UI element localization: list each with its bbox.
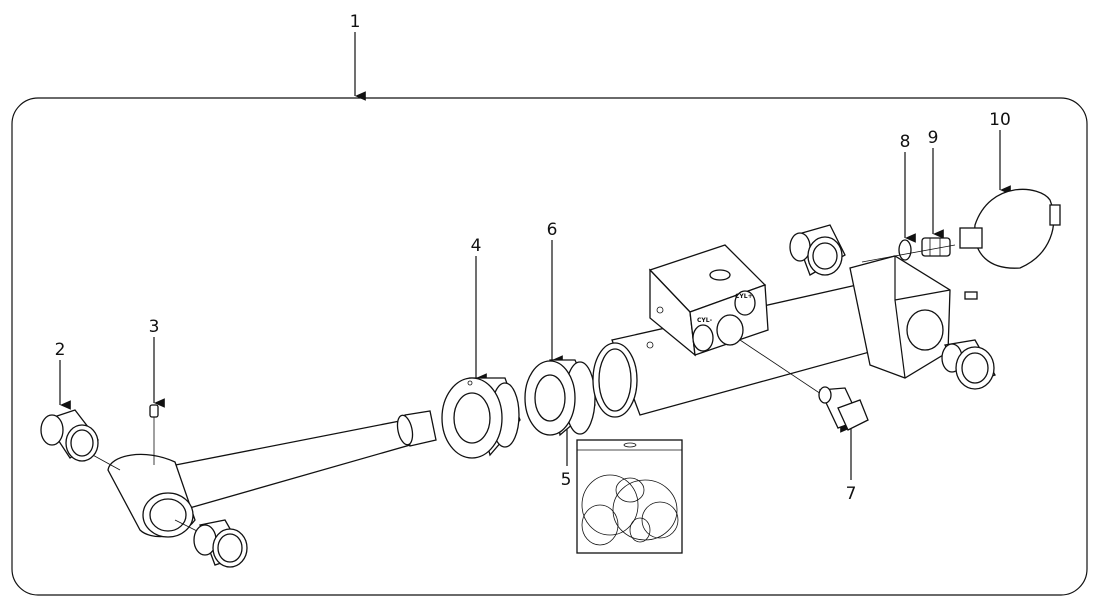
assembly-frame	[11, 97, 1088, 596]
gland-nut	[441, 377, 521, 459]
port-label-cyl-minus: CYL-	[697, 317, 713, 324]
callout-6: 6	[547, 220, 558, 240]
callout-5: 5	[561, 470, 572, 490]
callout-arrows	[59, 32, 1011, 480]
callout-3: 3	[149, 317, 160, 337]
rear-block	[849, 255, 978, 379]
callout-8: 8	[900, 132, 911, 152]
bushing-lower-right	[941, 339, 996, 390]
seal-kit	[576, 439, 683, 554]
callout-10: 10	[989, 110, 1011, 130]
callout-1: 1	[350, 12, 361, 32]
valve-block: CYL- CYL+	[648, 244, 831, 401]
plug-fitting	[818, 386, 869, 431]
bushing-lower	[193, 519, 248, 568]
cylinder-tube	[592, 281, 896, 418]
callout-2: 2	[55, 340, 66, 360]
bushing-2	[40, 409, 99, 462]
port-label-cyl-plus: CYL+	[735, 293, 753, 300]
bushing-upper-right	[789, 224, 846, 276]
grease-nipple	[149, 404, 159, 465]
callout-9: 9	[928, 128, 939, 148]
callout-7: 7	[846, 484, 857, 504]
callout-4: 4	[471, 236, 482, 256]
accumulator	[861, 188, 1061, 269]
piston-rod	[79, 410, 437, 538]
sealing-washer	[898, 239, 912, 261]
adapter-fitting	[921, 237, 951, 257]
piston	[524, 359, 596, 437]
